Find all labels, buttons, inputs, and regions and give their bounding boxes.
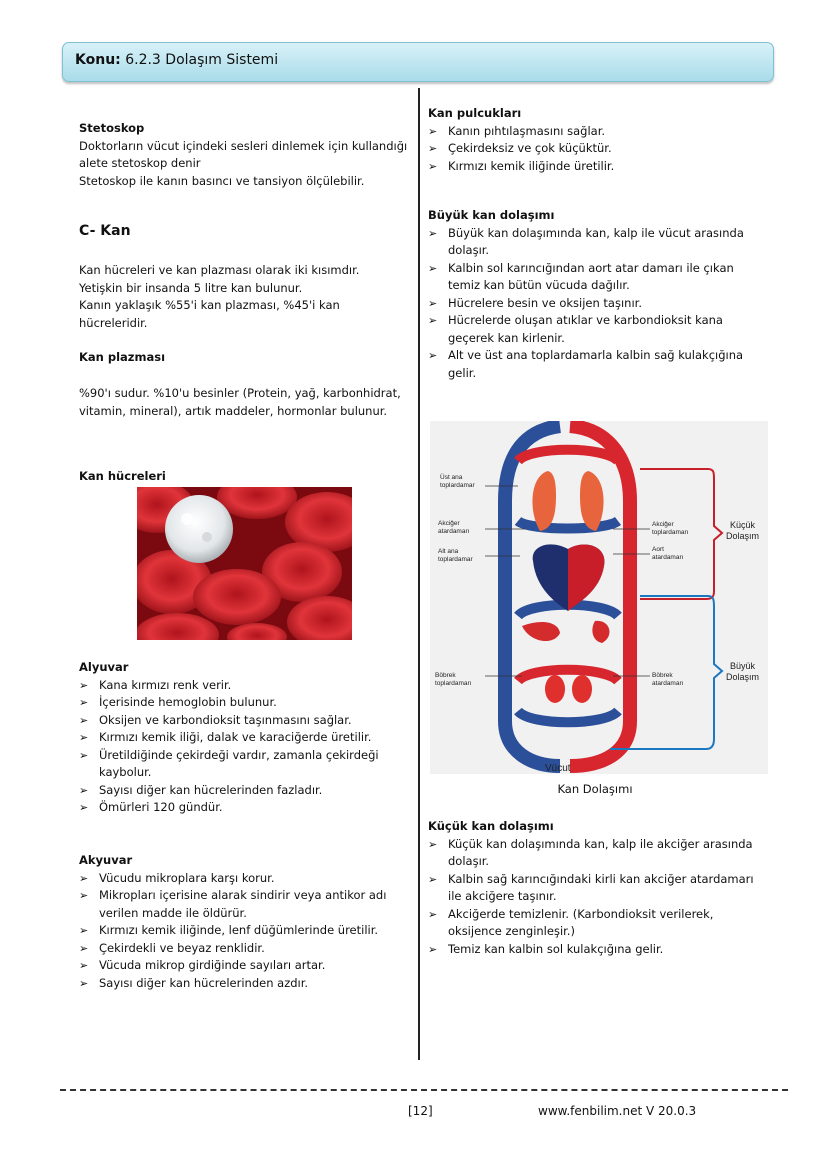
list-item: Kalbin sağ karıncığındaki kirli kan akci… — [428, 871, 763, 906]
kan-text: Kan hücreleri ve kan plazması olarak iki… — [79, 262, 409, 332]
alyuvar-section: Alyuvar Kana kırmızı renk verir. İçerisi… — [79, 659, 409, 817]
topic-label: Konu: — [75, 52, 121, 68]
kucuk-heading: Küçük kan dolaşımı — [428, 819, 554, 833]
akyuvar-list: Vücudu mikroplara karşı korur. Mikroplar… — [79, 870, 409, 993]
kan-line-2: Yetişkin bir insanda 5 litre kan bulunur… — [79, 280, 303, 295]
list-item: Kanın pıhtılaşmasını sağlar. — [428, 123, 773, 141]
topic-header: Konu: 6.2.3 Dolaşım Sistemi — [62, 42, 774, 82]
topic-title: Konu: 6.2.3 Dolaşım Sistemi — [75, 52, 278, 68]
kan-section: C- Kan — [79, 223, 409, 241]
akyuvar-section: Akyuvar Vücudu mikroplara karşı korur. M… — [79, 852, 409, 992]
plazma-text: %90'ı sudur. %10'u besinler (Protein, ya… — [79, 385, 409, 420]
plazma-line-2: vitamin, mineral), artık maddeler, hormo… — [79, 403, 388, 418]
pulcuklar-section: Kan pulcukları Kanın pıhtılaşmasını sağl… — [428, 105, 773, 175]
list-item: Oksijen ve karbondioksit taşınmasını sağ… — [79, 712, 409, 730]
list-item: Kırmızı kemik iliği, dalak ve karaciğerd… — [79, 729, 409, 747]
alyuvar-heading: Alyuvar — [79, 660, 129, 674]
list-item: Vücudu mikroplara karşı korur. — [79, 870, 409, 888]
list-item: Vücuda mikrop girdiğinde sayıları artar. — [79, 957, 409, 975]
topic-name: 6.2.3 Dolaşım Sistemi — [125, 52, 279, 68]
pulcuklar-heading: Kan pulcukları — [428, 106, 522, 120]
list-item: Akciğerde temizlenir. (Karbondioksit ver… — [428, 906, 763, 941]
kucuk-section: Küçük kan dolaşımı Küçük kan dolaşımında… — [428, 818, 773, 958]
pulcuklar-list: Kanın pıhtılaşmasını sağlar. Çekirdeksiz… — [428, 123, 773, 176]
akyuvar-heading: Akyuvar — [79, 853, 133, 867]
list-item: Kana kırmızı renk verir. — [79, 677, 409, 695]
label-vucut: Vücut — [545, 763, 571, 774]
column-divider — [418, 88, 420, 1060]
stetoskop-section: Stetoskop Doktorların vücut içindeki ses… — [79, 120, 409, 190]
list-item: Hücrelere besin ve oksijen taşınır. — [428, 295, 753, 313]
list-item: Hücrelerde oluşan atıklar ve karbondioks… — [428, 312, 753, 347]
kan-line-4: hücreleridir. — [79, 315, 148, 330]
site-version: www.fenbilim.net V 20.0.3 — [538, 1104, 697, 1118]
list-item: Temiz kan kalbin sol kulakçığına gelir. — [428, 941, 763, 959]
list-item: Üretildiğinde çekirdeği vardır, zamanla … — [79, 747, 384, 782]
hucreler-heading: Kan hücreleri — [79, 469, 166, 483]
list-item: Mikropları içerisine alarak sindirir vey… — [79, 887, 399, 922]
kan-line-1: Kan hücreleri ve kan plazması olarak iki… — [79, 263, 360, 277]
alyuvar-list: Kana kırmızı renk verir. İçerisinde hemo… — [79, 677, 409, 817]
buyuk-list: Büyük kan dolaşımında kan, kalp ile vücu… — [428, 225, 753, 383]
stetoskop-line-2: alete stetoskop denir — [79, 156, 201, 170]
hucreler-section: Kan hücreleri — [79, 468, 409, 486]
list-item: Çekirdekli ve beyaz renklidir. — [79, 940, 409, 958]
list-item: Çekirdeksiz ve çok küçüktür. — [428, 140, 773, 158]
list-item: Sayısı diğer kan hücrelerinden azdır. — [79, 975, 409, 993]
list-item: Kırmızı kemik iliğinde, lenf düğümlerind… — [79, 922, 409, 940]
plazma-section: Kan plazması — [79, 349, 409, 367]
list-item: Küçük kan dolaşımında kan, kalp ile akci… — [428, 836, 763, 871]
diagram-caption: Kan Dolaşımı — [557, 782, 633, 796]
page-number: [12] — [408, 1104, 433, 1118]
list-item: Sayısı diğer kan hücrelerinden fazladır. — [79, 782, 409, 800]
buyuk-heading: Büyük kan dolaşımı — [428, 208, 555, 222]
stetoskop-line-3: Stetoskop ile kanın basıncı ve tansiyon … — [79, 173, 365, 188]
blood-cells-image — [137, 487, 352, 640]
list-item: İçerisinde hemoglobin bulunur. — [79, 694, 409, 712]
list-item: Kalbin sol karıncığından aort atar damar… — [428, 260, 753, 295]
buyuk-section: Büyük kan dolaşımı Büyük kan dolaşımında… — [428, 207, 773, 382]
list-item: Ömürleri 120 gündür. — [79, 799, 409, 817]
list-item: Büyük kan dolaşımında kan, kalp ile vücu… — [428, 225, 753, 260]
kan-heading: C- Kan — [79, 223, 131, 239]
stetoskop-line-1: Doktorların vücut içindeki sesleri dinle… — [79, 138, 408, 153]
list-item: Kırmızı kemik iliğinde üretilir. — [428, 158, 773, 176]
kan-line-3: Kanın yaklaşık %55'i kan plazması, %45'i… — [79, 298, 340, 312]
kucuk-list: Küçük kan dolaşımında kan, kalp ile akci… — [428, 836, 763, 959]
stetoskop-heading: Stetoskop — [79, 121, 145, 135]
list-item: Alt ve üst ana toplardamarla kalbin sağ … — [428, 347, 753, 382]
plazma-heading: Kan plazması — [79, 350, 166, 364]
plazma-line-1: %90'ı sudur. %10'u besinler (Protein, ya… — [79, 386, 401, 400]
footer-divider — [60, 1089, 788, 1091]
